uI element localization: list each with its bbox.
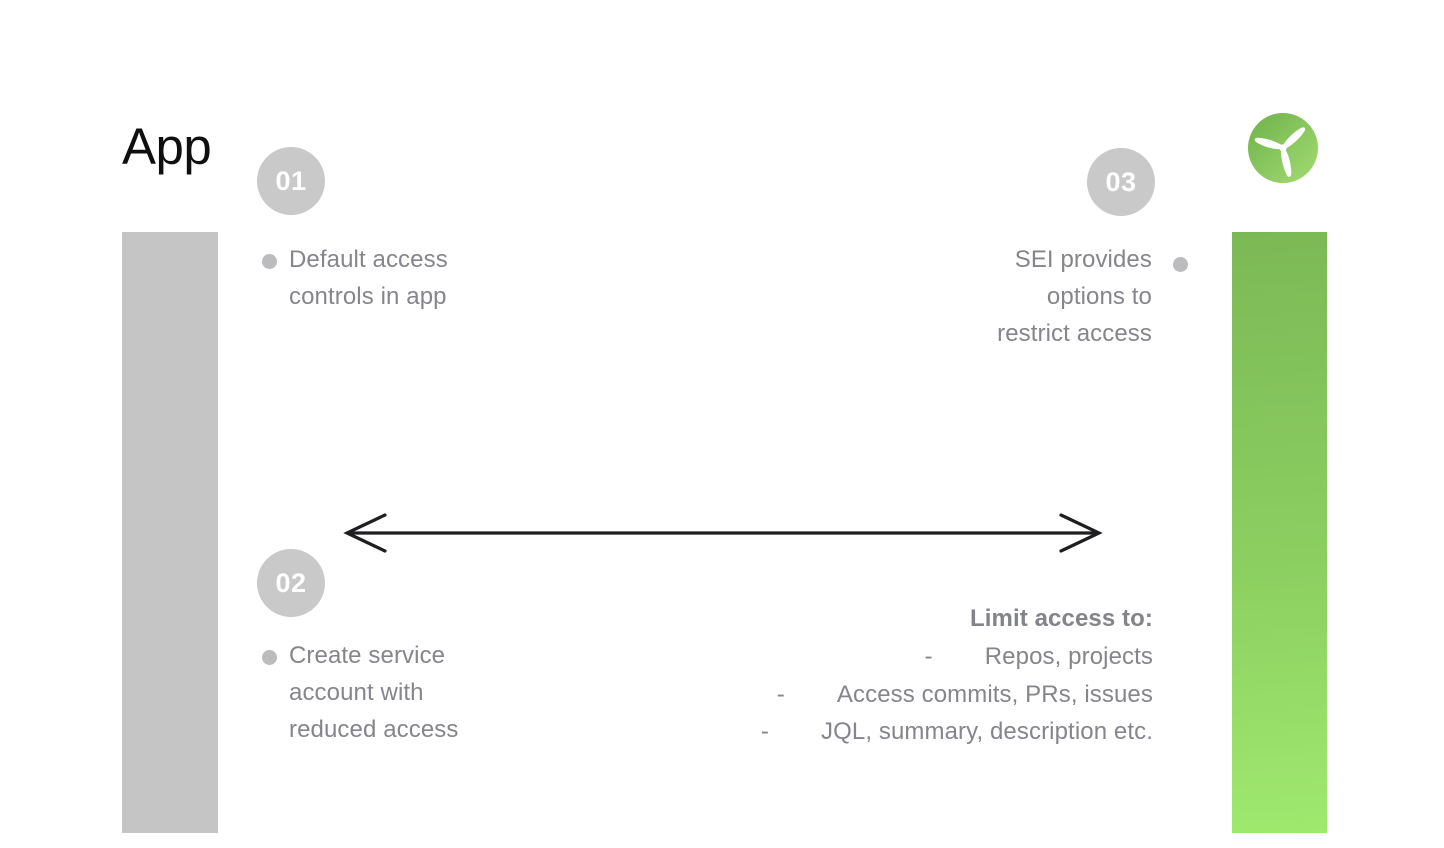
step-text-line: account with — [289, 679, 424, 706]
step-text-line: controls in app — [289, 283, 447, 310]
list-item-text: Access commits, PRs, issues — [836, 680, 1153, 708]
limit-access-section: Limit access to: - Repos, projects - Acc… — [761, 599, 1153, 751]
dash-icon: - — [760, 718, 769, 745]
step-01-text: Default access controls in app — [289, 241, 448, 315]
bullet-icon — [262, 650, 277, 665]
list-item: - Repos, projects — [761, 638, 1153, 676]
step-text-line: restrict access — [997, 320, 1152, 347]
sei-column-bar — [1232, 232, 1327, 833]
step-number: 02 — [275, 567, 307, 598]
step-01-badge: 01 — [257, 147, 325, 215]
list-item: - Access commits, PRs, issues — [761, 676, 1153, 714]
step-number: 01 — [275, 165, 307, 196]
step-text-line: reduced access — [289, 716, 459, 743]
propeller-logo-icon — [1248, 113, 1318, 183]
step-text-line: Create service — [289, 642, 446, 669]
double-headed-arrow-icon — [343, 513, 1103, 553]
step-02-text: Create service account with reduced acce… — [289, 637, 459, 748]
bullet-icon — [1173, 257, 1188, 272]
app-column-bar — [122, 232, 218, 833]
step-03-text: SEI provides options to restrict access — [997, 241, 1152, 352]
dash-icon: - — [924, 643, 933, 670]
bullet-icon — [262, 254, 277, 269]
list-item-text: JQL, summary, description etc. — [821, 718, 1153, 745]
step-03-badge: 03 — [1087, 148, 1155, 216]
list-item-text: Repos, projects — [984, 643, 1153, 670]
dash-icon: - — [776, 680, 785, 708]
step-number: 03 — [1105, 166, 1137, 197]
step-text-line: options to — [1046, 283, 1152, 310]
step-text-line: Default access — [289, 246, 448, 273]
list-item: - JQL, summary, description etc. — [761, 713, 1153, 751]
page-title: App — [122, 118, 212, 175]
step-text-line: SEI provides — [1014, 246, 1152, 273]
limit-access-heading: Limit access to: — [970, 605, 1153, 632]
step-02-badge: 02 — [257, 549, 325, 617]
